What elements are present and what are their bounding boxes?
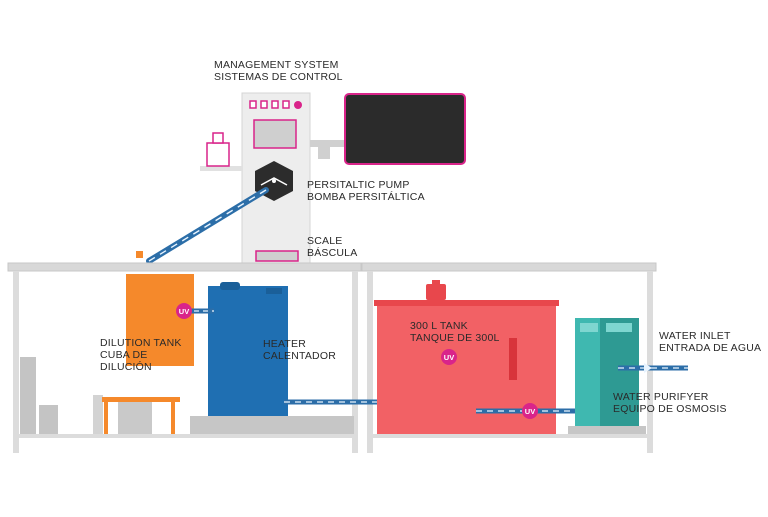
uv-badge-dilution: UV [176, 303, 192, 319]
control-panel-display [253, 119, 297, 149]
svg-text:UV: UV [525, 407, 535, 416]
control-button [249, 100, 257, 109]
water-inlet-pipe [618, 363, 688, 373]
table-left [7, 262, 362, 453]
tank-sensor [509, 338, 517, 380]
heater-base [190, 416, 354, 434]
heater [208, 282, 288, 416]
inlet-arrow-icon [644, 363, 652, 373]
control-knob [294, 101, 302, 109]
uv-badge-purifier-pipe: UV [522, 403, 538, 419]
label-dilution-tank: DILUTION TANK CUBA DE DILUCIÓN [100, 337, 182, 373]
tube-outlet [136, 251, 143, 258]
management-system [241, 92, 311, 266]
svg-text:UV: UV [444, 353, 454, 362]
reagent-bottle [200, 132, 242, 171]
uv-badge-tank: UV [441, 349, 457, 365]
control-button [271, 100, 279, 109]
label-heater: HEATER CALENTADOR [263, 338, 336, 362]
label-water-inlet: WATER INLET ENTRADA DE AGUA [659, 330, 762, 354]
water-purifier [568, 318, 646, 434]
dilution-tank [126, 274, 194, 366]
monitor [310, 93, 466, 165]
label-300l-tank: 300 L TANK TANQUE DE 300L [410, 320, 500, 344]
label-management-system: MANAGEMENT SYSTEM SISTEMAS DE CONTROL [214, 59, 343, 83]
label-peristaltic-pump: PERSITALTIC PUMP BOMBA PERSITÁLTICA [307, 179, 425, 203]
svg-text:UV: UV [179, 307, 189, 316]
orange-bench [93, 395, 180, 434]
scale-plate [255, 250, 299, 262]
control-button [282, 100, 290, 109]
label-scale: SCALE BÁSCULA [307, 235, 358, 259]
grey-equipment [20, 357, 58, 434]
control-button [260, 100, 268, 109]
table-right [361, 262, 657, 453]
pump-tube [146, 187, 269, 264]
label-water-purifier: WATER PURIFYER EQUIPO DE OSMOSIS [613, 391, 727, 415]
